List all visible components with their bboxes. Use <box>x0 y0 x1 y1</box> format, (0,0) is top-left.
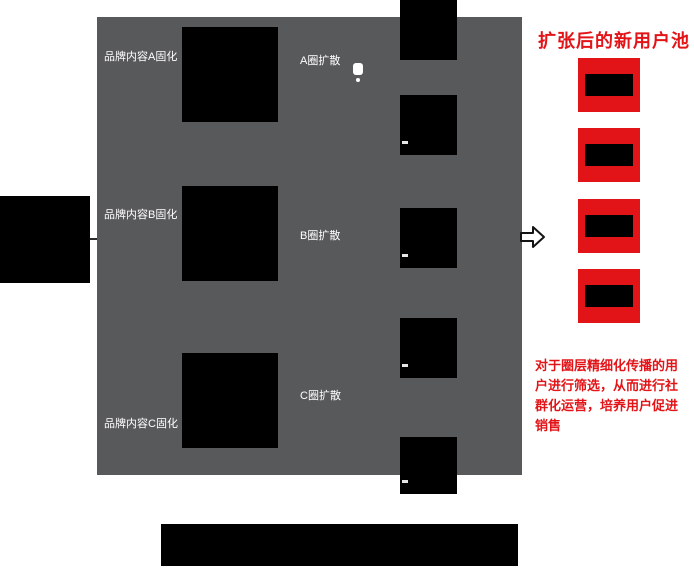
diffusion-label-a: A圈扩散 <box>300 55 341 67</box>
diffusion-label-c: C圈扩散 <box>300 390 341 402</box>
user-pool-box-inner <box>585 74 633 96</box>
pointer-icon <box>352 63 364 83</box>
content-box-b <box>182 186 278 281</box>
connector-line <box>90 238 97 240</box>
diffusion-node-1 <box>400 0 457 60</box>
content-label-b: 品牌内容B固化 <box>104 209 178 221</box>
content-box-c <box>182 353 278 448</box>
flow-arrow-icon <box>520 226 545 248</box>
diffusion-node-4 <box>400 318 457 378</box>
user-pool-box-inner <box>585 285 633 307</box>
user-pool-box-inner <box>585 144 633 166</box>
user-pool-description: 对于圈层精细化传播的用户进行筛选，从而进行社群化运营，培养用户促进销售 <box>535 358 679 433</box>
user-pool-box-2 <box>578 128 640 182</box>
node-mark-icon <box>402 480 408 483</box>
content-label-a: 品牌内容A固化 <box>104 51 178 63</box>
user-pool-box-inner <box>585 215 633 237</box>
node-mark-icon <box>402 364 408 367</box>
caption-bar <box>161 524 518 566</box>
user-pool-box-3 <box>578 199 640 253</box>
user-pool-box-4 <box>578 269 640 323</box>
node-mark-icon <box>402 141 408 144</box>
user-pool-title: 扩张后的新用户池 <box>538 31 690 51</box>
source-node <box>0 196 90 283</box>
content-label-c: 品牌内容C固化 <box>104 418 178 430</box>
node-mark-icon <box>402 254 408 257</box>
content-box-a <box>182 27 278 122</box>
diffusion-node-3 <box>400 208 457 268</box>
user-pool-box-1 <box>578 58 640 112</box>
diffusion-panel <box>97 17 522 475</box>
diffusion-node-5 <box>400 437 457 494</box>
pointer-icon-body <box>353 63 363 75</box>
diffusion-node-2 <box>400 95 457 155</box>
diffusion-label-b: B圈扩散 <box>300 230 341 242</box>
pointer-icon-dot <box>356 78 360 82</box>
